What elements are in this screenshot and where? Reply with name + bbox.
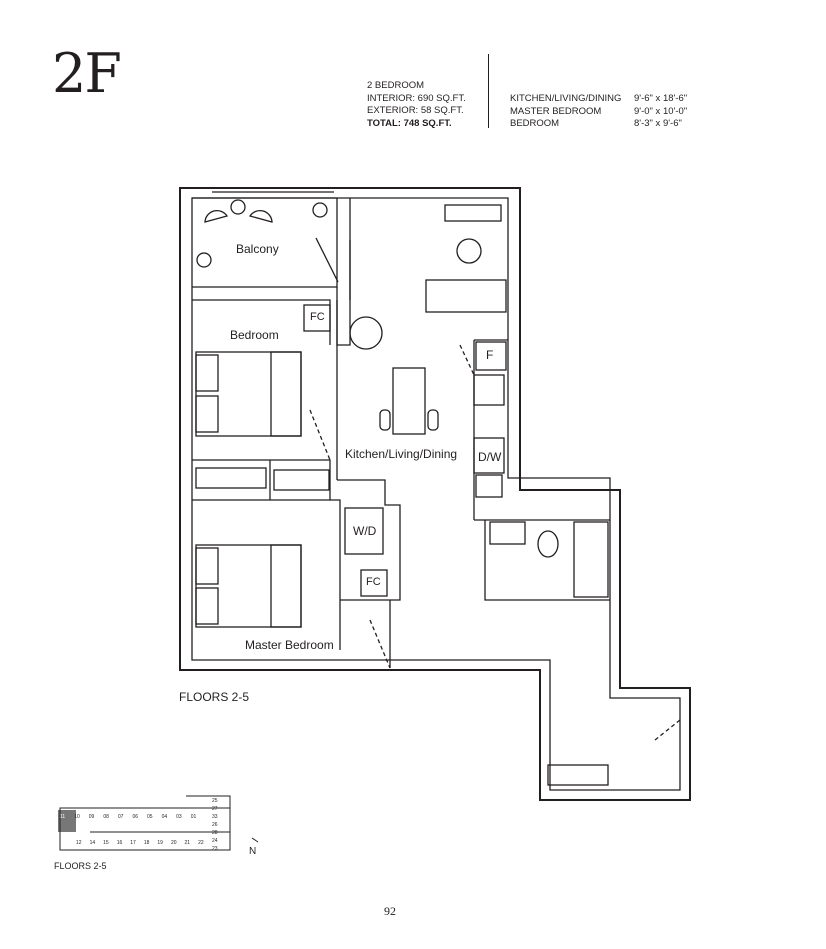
unit-summary: 2 BEDROOM INTERIOR: 690 SQ.FT. EXTERIOR:… [367,80,466,130]
room-label-master-bedroom: Master Bedroom [245,638,334,652]
keyplan-unit: 01 [190,814,197,820]
dishwasher-label: D/W [478,450,502,464]
bedroom-furniture [195,351,330,628]
keyplan-unit: 05 [147,814,153,820]
keyplan-unit: 11 [60,814,66,820]
fc-label: FC [366,576,381,588]
keyplan-unit: 12 [76,840,82,846]
room-label-bedroom: Bedroom [230,328,279,342]
room-size: 9'-6" x 18'-6" [634,93,688,104]
keyplan-unit: 21 [184,840,191,846]
room-name: KITCHEN/LIVING/DINING [510,93,622,104]
keyplan-unit: 24 [212,838,218,844]
keyplan-right-column: 25 27 33 26 28 24 23 [212,798,218,852]
fc-label: FC [310,311,325,323]
exterior-railing [547,764,609,786]
fc-boxes [303,304,507,597]
keyplan-unit: 06 [132,814,139,820]
dimension-row: KITCHEN/LIVING/DINING 9'-6" x 18'-6" [510,93,687,106]
exterior-walls [179,187,691,801]
keyplan-unit: 28 [212,830,218,836]
room-name: BEDROOM [510,118,560,129]
room-size: 8'-3" x 9'-6" [634,118,682,129]
keyplan-unit: 17 [130,840,136,846]
room-name: MASTER BEDROOM [510,105,602,117]
divider [488,54,489,128]
page-number: 92 [384,904,396,918]
keyplan-unit: 09 [88,814,95,820]
interior-walls [192,198,610,668]
dimension-row: MASTER BEDROOM 9'-0" x 10'-0" [510,106,687,119]
keyplan-unit: 14 [89,840,96,846]
door-swings [309,344,681,741]
balcony [192,191,339,288]
keyplan-unit: 07 [117,814,124,820]
floors-label: FLOORS 2-5 [179,690,250,704]
fridge-label: F [486,348,494,362]
keyplan-unit: 08 [103,814,109,820]
dimension-row: BEDROOM 8'-3" x 9'-6" [510,118,687,131]
bedroom-count: 2 BEDROOM [367,80,425,91]
exterior-area: EXTERIOR: 58 SQ.FT. [367,105,464,116]
keyplan-unit: 27 [212,806,218,812]
keyplan-top-row: 11 10 09 08 07 06 05 04 03 01 [60,814,196,820]
keyplan-unit: 04 [161,814,168,820]
room-size: 9'-0" x 10'-0" [634,105,688,117]
keyplan-unit: 33 [212,814,218,820]
unit-title: 2F [52,42,122,105]
keyplan-floors-label: FLOORS 2-5 [54,861,107,871]
keyplan-unit: 25 [212,798,218,804]
bathroom [489,521,609,598]
keyplan-unit: 16 [116,840,123,846]
keyplan-unit: 19 [157,840,163,846]
room-label-balcony: Balcony [236,242,279,256]
keyplan-unit: 10 [74,814,80,820]
keyplan-unit: 15 [103,840,109,846]
keyplan-unit: 23 [212,846,218,852]
keyplan-unit: 20 [170,840,177,846]
keyplan-bottom-row: 12 14 15 16 17 18 19 20 21 22 [76,840,204,846]
keyplan-unit: 03 [176,814,182,820]
total-area: TOTAL: 748 SQ.FT. [367,117,452,129]
washer-dryer-label: W/D [353,524,377,538]
keyplan-unit: 18 [143,840,150,846]
keyplan-unit: 26 [212,822,218,828]
living-furniture [349,204,507,498]
keyplan-unit: 22 [198,840,204,846]
keyplan [58,795,259,851]
room-dimensions: KITCHEN/LIVING/DINING 9'-6" x 18'-6" MAST… [510,93,687,131]
north-indicator: N [249,846,257,857]
interior-area: INTERIOR: 690 SQ.FT. [367,92,466,104]
room-label-kitchen-living-dining: Kitchen/Living/Dining [345,447,458,461]
